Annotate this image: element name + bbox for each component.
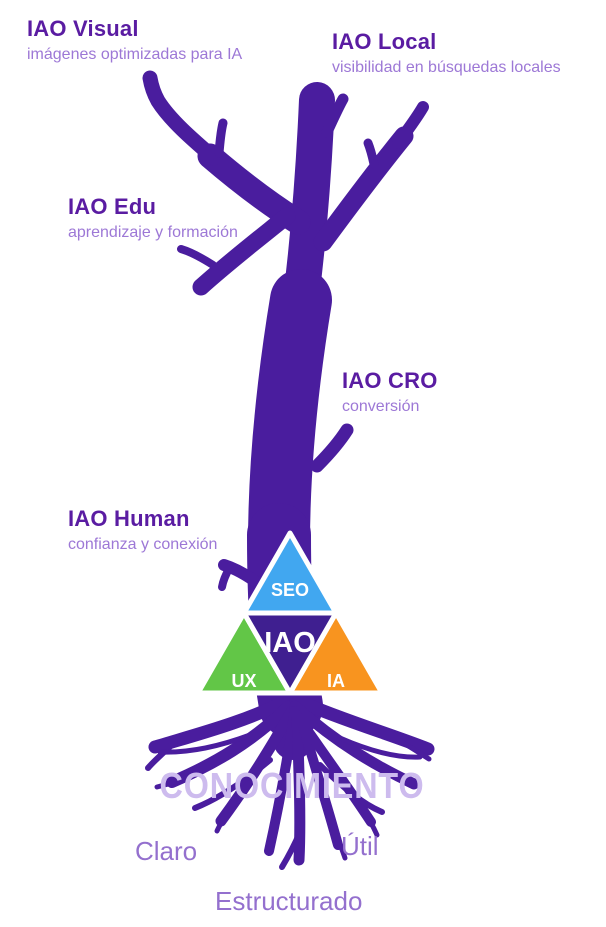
branch-subtitle: imágenes optimizadas para IA bbox=[27, 46, 243, 63]
branch-subtitle: visibilidad en búsquedas locales bbox=[332, 59, 561, 76]
branch-label-iao-local: IAO Local visibilidad en búsquedas local… bbox=[332, 29, 561, 78]
branch-title: IAO Visual bbox=[27, 16, 139, 41]
branch-label-iao-visual: IAO Visual imágenes optimizadas para IA bbox=[27, 16, 242, 65]
branch-label-iao-edu: IAO Edu aprendizaje y formación bbox=[68, 194, 238, 243]
branch-label-iao-cro: IAO CRO conversión bbox=[342, 368, 438, 417]
pyramid-ux-label: UX bbox=[231, 671, 256, 691]
tree-roots bbox=[145, 670, 435, 870]
branch-subtitle: conversión bbox=[342, 398, 420, 415]
tree-branches bbox=[142, 70, 429, 593]
branch-subtitle: aprendizaje y formación bbox=[68, 224, 238, 241]
quality-word-util: Útil bbox=[341, 831, 379, 861]
pyramid-center-segment bbox=[241, 610, 339, 696]
branch-title: IAO Edu bbox=[68, 194, 157, 219]
pyramid-labels: SEO UX IA IAO bbox=[231, 580, 345, 691]
branch-label-iao-human: IAO Human confianza y conexión bbox=[68, 506, 217, 555]
pyramid-seo-label: SEO bbox=[271, 580, 309, 600]
branch-title: IAO Human bbox=[68, 506, 190, 531]
pyramid-center-label: IAO bbox=[264, 627, 316, 659]
quality-word-estructurado: Estructurado bbox=[215, 886, 363, 916]
branch-title: IAO CRO bbox=[342, 368, 438, 393]
pyramid-ia-label: IA bbox=[327, 671, 345, 691]
roots-knowledge-word: CONOCIMIENTO bbox=[160, 765, 425, 806]
iao-pyramid bbox=[195, 530, 385, 696]
branch-subtitle: confianza y conexión bbox=[68, 536, 218, 553]
quality-word-claro: Claro bbox=[135, 836, 198, 866]
branch-title: IAO Local bbox=[332, 29, 437, 54]
